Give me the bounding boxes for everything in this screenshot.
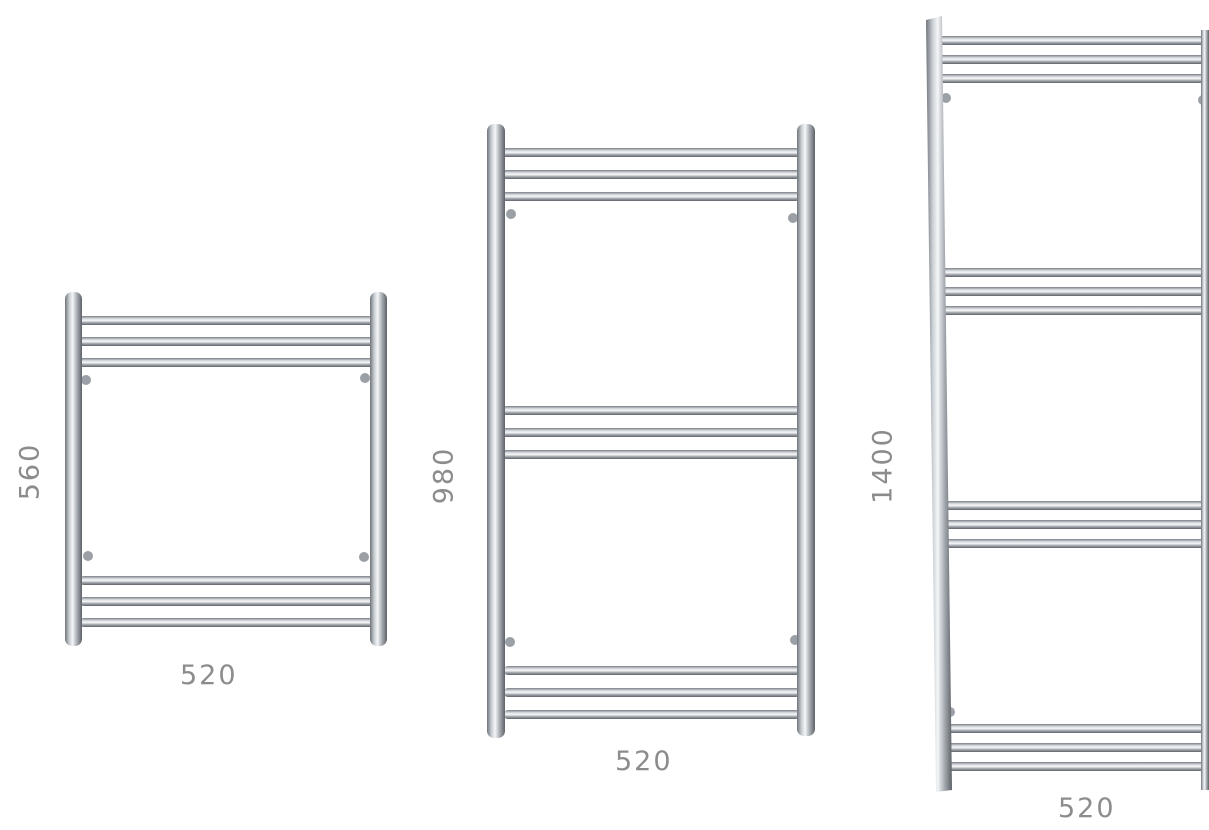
rail-bar: [504, 688, 800, 697]
towel-rail-medium: [487, 124, 815, 738]
height-label-medium: 980: [428, 446, 460, 505]
rail-bar: [944, 743, 1209, 752]
width-label-medium: 520: [615, 746, 673, 777]
rail-bar: [502, 170, 800, 179]
rail-bar: [944, 724, 1209, 733]
rail-bar: [78, 316, 374, 325]
towel-rail-small: [65, 292, 387, 646]
rail-bar: [502, 450, 800, 459]
height-label-small: 560: [14, 442, 46, 501]
rail-bar: [80, 597, 374, 606]
rail-bar: [502, 406, 800, 415]
rail-bar: [942, 539, 1209, 548]
rail-bar: [940, 268, 1209, 277]
height-label-large: 1400: [867, 427, 899, 504]
towel-rail-large: [926, 16, 1209, 792]
wall-bracket: [83, 551, 93, 561]
rail-bar: [80, 576, 374, 585]
rail-upright: [797, 124, 815, 736]
rail-bar: [944, 762, 1209, 771]
rail-bar: [938, 55, 1209, 64]
wall-bracket: [81, 375, 91, 385]
width-label-small: 520: [180, 660, 238, 691]
rail-bar: [78, 358, 374, 367]
wall-bracket: [359, 552, 369, 562]
rail-upright: [370, 292, 387, 646]
wall-bracket: [360, 373, 370, 383]
wall-bracket: [506, 209, 516, 219]
wall-bracket: [788, 213, 798, 223]
rail-bar: [502, 148, 800, 157]
rail-bar: [78, 337, 374, 346]
wall-bracket: [505, 637, 515, 647]
rail-upright: [926, 16, 952, 792]
rail-bar: [938, 74, 1209, 83]
rail-bar: [502, 428, 800, 437]
rail-bar: [938, 36, 1209, 45]
rail-bar: [942, 520, 1209, 529]
rail-upright: [487, 124, 505, 738]
wall-bracket: [941, 93, 951, 103]
rail-bar: [80, 618, 374, 627]
rail-bar: [940, 287, 1209, 296]
rail-bar: [942, 501, 1209, 510]
rail-bar: [504, 710, 800, 719]
rail-upright: [65, 292, 82, 646]
rail-bar: [502, 192, 800, 201]
rail-bar: [940, 306, 1209, 315]
rail-upright: [1201, 30, 1209, 790]
width-label-large: 520: [1058, 793, 1116, 824]
rail-bar: [504, 666, 800, 675]
